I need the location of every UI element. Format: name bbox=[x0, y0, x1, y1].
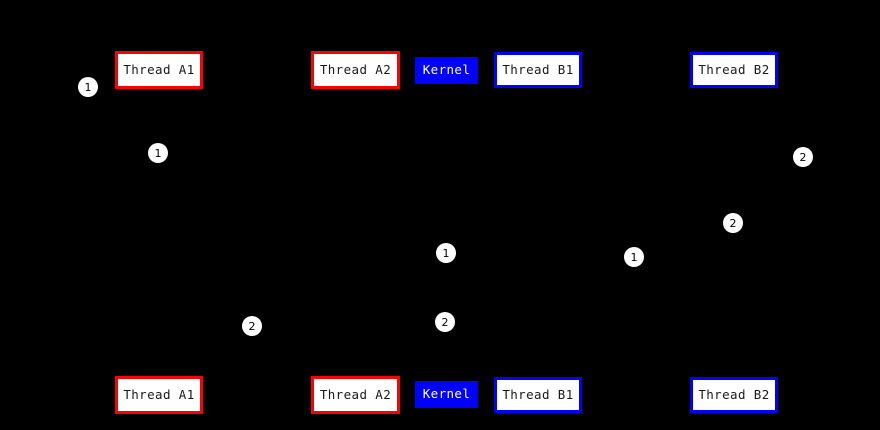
lifeline-thread-b1 bbox=[538, 88, 539, 377]
participant-label: Thread A1 bbox=[123, 386, 195, 402]
participant-label: Thread A2 bbox=[319, 61, 392, 77]
msg-kernel-to-b1-1 bbox=[446, 215, 735, 254]
participant-box-thread-b1-top[interactable]: Thread B1 bbox=[494, 52, 582, 88]
participant-label: Thread A2 bbox=[319, 386, 392, 402]
participant-label: Thread A1 bbox=[123, 61, 195, 77]
step-marker-label: 2 bbox=[248, 319, 256, 333]
step-marker-label: 1 bbox=[154, 146, 162, 160]
step-marker-label: 2 bbox=[441, 315, 449, 329]
marker-2-a2-left: 2 bbox=[242, 316, 262, 336]
participant-label: Kernel bbox=[422, 386, 471, 402]
step-marker-label: 1 bbox=[84, 80, 92, 94]
msg-b2-to-kernel-2 bbox=[445, 230, 734, 314]
lifeline-thread-a2 bbox=[355, 89, 356, 376]
msg-kernel-to-a1-2 bbox=[158, 321, 446, 334]
participant-label: Thread B2 bbox=[698, 386, 770, 402]
participant-box-thread-b2-top[interactable]: Thread B2 bbox=[690, 52, 778, 88]
participant-label: Thread B2 bbox=[698, 61, 770, 77]
participant-box-thread-b2-bottom[interactable]: Thread B2 bbox=[690, 377, 778, 413]
marker-1-kernel: 1 bbox=[436, 243, 456, 263]
step-marker-label: 2 bbox=[729, 216, 737, 230]
participant-label: Kernel bbox=[422, 62, 471, 78]
step-marker-label: 1 bbox=[442, 246, 450, 260]
participant-box-thread-a1-bottom[interactable]: Thread A1 bbox=[115, 376, 203, 414]
marker-1-a1: 1 bbox=[148, 143, 168, 163]
lifeline-kernel bbox=[446, 84, 447, 381]
marker-2-b2: 2 bbox=[723, 213, 743, 233]
marker-1-b1: 1 bbox=[624, 247, 644, 267]
msg-a1-to-kernel-1 bbox=[158, 145, 446, 246]
participant-box-thread-a2-top[interactable]: Thread A2 bbox=[311, 51, 400, 89]
step-marker-label: 2 bbox=[799, 150, 807, 164]
participant-box-kernel-bottom[interactable]: Kernel bbox=[415, 381, 478, 408]
participant-box-thread-a1-top[interactable]: Thread A1 bbox=[115, 51, 203, 89]
participant-box-kernel-top[interactable]: Kernel bbox=[415, 57, 478, 84]
step-marker-label: 1 bbox=[630, 250, 638, 264]
participant-box-thread-a2-bottom[interactable]: Thread A2 bbox=[311, 376, 400, 414]
marker-1-left-top: 1 bbox=[78, 77, 98, 97]
lifeline-thread-a1 bbox=[159, 89, 160, 376]
marker-2-b2-right: 2 bbox=[793, 147, 813, 167]
participant-box-thread-b1-bottom[interactable]: Thread B1 bbox=[494, 377, 582, 413]
marker-2-kernel: 2 bbox=[435, 312, 455, 332]
participant-label: Thread B1 bbox=[502, 386, 574, 402]
participant-label: Thread B1 bbox=[502, 61, 574, 77]
